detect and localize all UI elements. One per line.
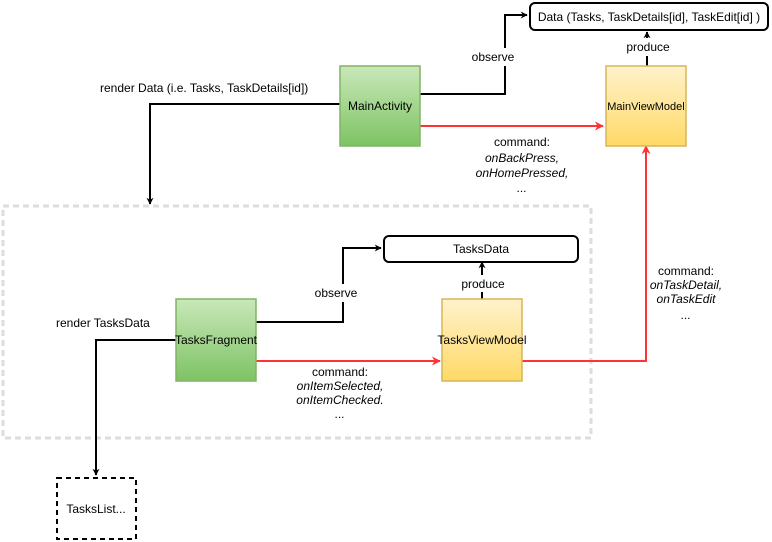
label-command-tasks: command: onItemSelected, onItemChecked. … bbox=[296, 365, 383, 421]
edge-render-data bbox=[146, 103, 340, 205]
label-command-tasks-line3: ... bbox=[335, 407, 345, 421]
label-produce-main: produce bbox=[626, 40, 670, 54]
node-tasks-list-label: TasksList... bbox=[66, 502, 125, 516]
label-command-tasks-line1: onItemSelected, bbox=[297, 379, 384, 393]
label-command-detail-title: command: bbox=[658, 264, 714, 278]
node-main-view-model: MainViewModel bbox=[605, 65, 687, 147]
label-observe-tasks: observe bbox=[315, 286, 358, 300]
label-render-data: render Data (i.e. Tasks, TaskDetails[id]… bbox=[100, 81, 308, 95]
node-tasks-fragment: TasksFragment bbox=[175, 298, 258, 382]
node-tasks-view-model: TasksViewModel bbox=[437, 298, 527, 382]
node-tasks-data: TasksData bbox=[383, 235, 579, 263]
node-tasks-list: TasksList... bbox=[56, 477, 137, 540]
label-command-main-line3: ... bbox=[517, 181, 527, 195]
label-observe-main: observe bbox=[472, 50, 515, 64]
label-command-detail-line2: onTaskEdit bbox=[657, 292, 717, 306]
label-command-main-line2: onHomePressed, bbox=[476, 166, 569, 180]
label-command-main: command: onBackPress, onHomePressed, ... bbox=[476, 135, 569, 195]
label-command-detail-line3: ... bbox=[681, 308, 691, 322]
label-command-main-line1: onBackPress, bbox=[485, 151, 559, 165]
node-data-main-label: Data (Tasks, TaskDetails[id], TaskEdit[i… bbox=[538, 10, 760, 24]
label-command-detail: command: onTaskDetail, onTaskEdit ... bbox=[650, 264, 722, 322]
tasks-group-container bbox=[1, 204, 593, 440]
label-command-main-title: command: bbox=[494, 135, 550, 149]
node-tasks-fragment-label: TasksFragment bbox=[175, 333, 258, 347]
edge-detail-command bbox=[522, 145, 651, 362]
node-main-activity: MainActivity bbox=[339, 65, 421, 147]
node-main-view-model-label: MainViewModel bbox=[607, 101, 684, 113]
label-command-tasks-line2: onItemChecked. bbox=[296, 393, 383, 407]
node-tasks-view-model-label: TasksViewModel bbox=[437, 333, 526, 347]
label-command-tasks-title: command: bbox=[312, 365, 368, 379]
node-main-activity-label: MainActivity bbox=[348, 99, 412, 113]
node-data-main: Data (Tasks, TaskDetails[id], TaskEdit[i… bbox=[529, 2, 769, 31]
edge-render-tasks bbox=[92, 339, 176, 476]
label-produce-tasks: produce bbox=[461, 277, 505, 291]
label-command-detail-line1: onTaskDetail, bbox=[650, 278, 722, 292]
label-render-tasks: render TasksData bbox=[56, 316, 150, 330]
node-tasks-data-label: TasksData bbox=[453, 242, 509, 256]
